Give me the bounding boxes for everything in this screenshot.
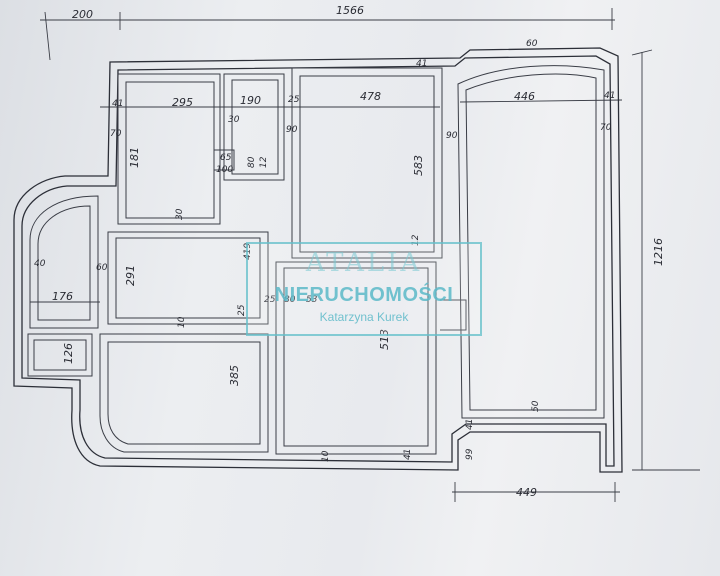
dim-291: 291 (124, 265, 137, 286)
dimension-labels: 200 1566 60 295 190 478 446 41 25 41 41 … (34, 4, 665, 499)
watermark-line3: Katarzyna Kurek (319, 310, 409, 324)
dim-385: 385 (228, 365, 241, 386)
dim-41a: 41 (112, 99, 123, 109)
watermark-line2: NIERUCHOMOŚCI (274, 284, 454, 306)
dim-25b: 25 (264, 295, 276, 305)
dim-446: 446 (514, 90, 535, 103)
outer-walls (13, 47, 623, 473)
dim-65: 65 (220, 153, 232, 163)
dim-25: 25 (288, 95, 300, 105)
dim-190: 190 (240, 94, 261, 107)
dim-1566: 1566 (336, 4, 364, 17)
dimension-lines (30, 8, 700, 502)
dim-70a: 70 (110, 129, 122, 139)
dim-295: 295 (172, 96, 193, 109)
dim-12a: 12 (259, 156, 269, 168)
dim-40: 40 (34, 259, 46, 269)
dim-door-80: 80 (284, 295, 296, 305)
dim-1216: 1216 (652, 238, 665, 266)
dim-30a: 30 (228, 115, 240, 125)
dim-41e: 41 (465, 419, 475, 430)
watermark-line1: ATALIA (305, 248, 423, 278)
dim-41b: 41 (416, 59, 427, 69)
dim-449: 449 (516, 486, 537, 499)
dim-419: 419 (243, 243, 253, 260)
dim-200: 200 (72, 8, 93, 21)
dim-60-top: 60 (526, 39, 538, 49)
interior-walls (27, 65, 605, 455)
dim-60: 60 (96, 263, 108, 273)
dim-100: 100 (216, 165, 233, 175)
dim-50: 50 (531, 400, 541, 412)
dim-30b: 30 (175, 208, 185, 220)
dim-12b: 12 (411, 234, 421, 246)
dim-10b: 10 (321, 450, 331, 462)
dim-80: 80 (247, 156, 257, 168)
dim-126: 126 (62, 343, 75, 364)
dim-41d: 41 (403, 449, 413, 460)
dim-478: 478 (360, 90, 381, 103)
dim-181: 181 (128, 147, 141, 168)
watermark-logo: ATALIA NIERUCHOMOŚCI Katarzyna Kurek (246, 242, 482, 336)
dim-90b: 90 (446, 131, 458, 141)
dim-door-53: 53 (306, 295, 318, 305)
dim-99: 99 (465, 448, 475, 460)
dim-25c: 25 (237, 304, 247, 316)
dim-10a: 10 (177, 316, 187, 328)
dim-583: 583 (412, 155, 425, 176)
dim-90a: 90 (286, 125, 298, 135)
dim-176: 176 (52, 290, 73, 303)
dim-70b: 70 (600, 123, 612, 133)
dim-41c: 41 (604, 91, 615, 101)
